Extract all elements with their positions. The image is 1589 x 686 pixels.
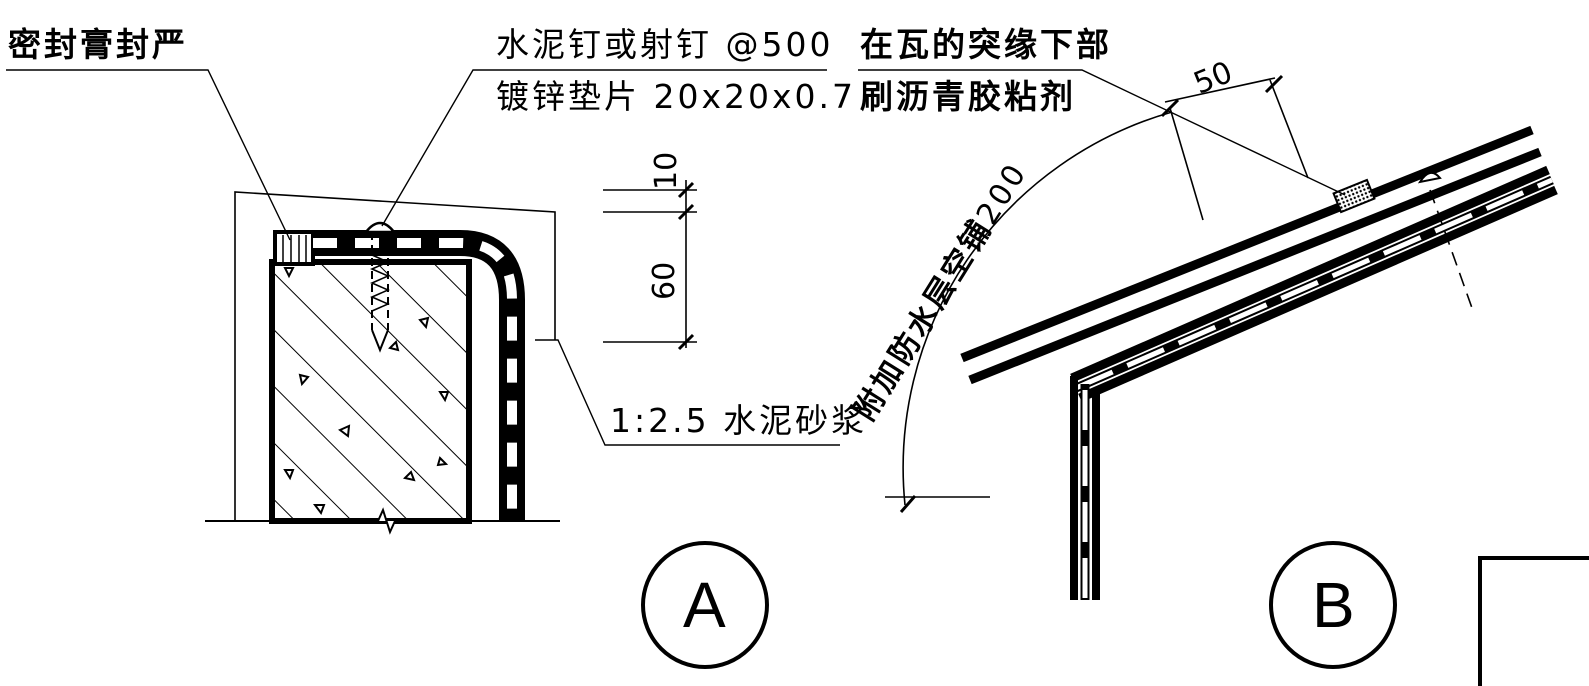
adhesive-note-line2: 刷沥青胶粘剂	[860, 77, 1076, 116]
detail-a	[6, 69, 840, 669]
detail-b	[858, 69, 1589, 686]
nail	[363, 221, 397, 353]
sealant-note: 密封膏封严	[8, 25, 188, 64]
detail-a-label: A	[683, 569, 726, 641]
aggregate-marks	[283, 267, 450, 516]
detail-b-label: B	[1312, 569, 1355, 641]
mortar-outline	[234, 191, 556, 520]
break-mark	[365, 507, 410, 535]
dimension-top-label: 10	[649, 151, 684, 190]
dimension-b	[1160, 74, 1309, 221]
nail-note-line1: 水泥钉或射钉 @500	[496, 25, 834, 64]
mortar-leader	[535, 339, 840, 446]
dimension-main-label: 60	[647, 261, 682, 300]
nail-leader	[381, 69, 827, 227]
concrete-wall	[269, 259, 472, 524]
detail-a-marker	[641, 541, 769, 669]
tile-flange-sealant	[1332, 178, 1376, 214]
wall-b	[1070, 376, 1100, 600]
roof-layers	[960, 125, 1558, 403]
mortar-note: 1:2.5 水泥砂浆	[610, 401, 868, 440]
arc-dimension	[902, 111, 1173, 506]
dimension-a	[603, 180, 697, 351]
adhesive-note-line1: 在瓦的突缘下部	[860, 25, 1112, 64]
sealant-leader	[6, 69, 291, 241]
title-block-corner	[1478, 556, 1589, 686]
detail-b-marker	[1269, 541, 1397, 669]
nail-note-line2: 镀锌垫片 20x20x0.7	[496, 77, 857, 116]
adhesive-leader	[858, 69, 1346, 196]
sealant-block	[273, 230, 315, 266]
